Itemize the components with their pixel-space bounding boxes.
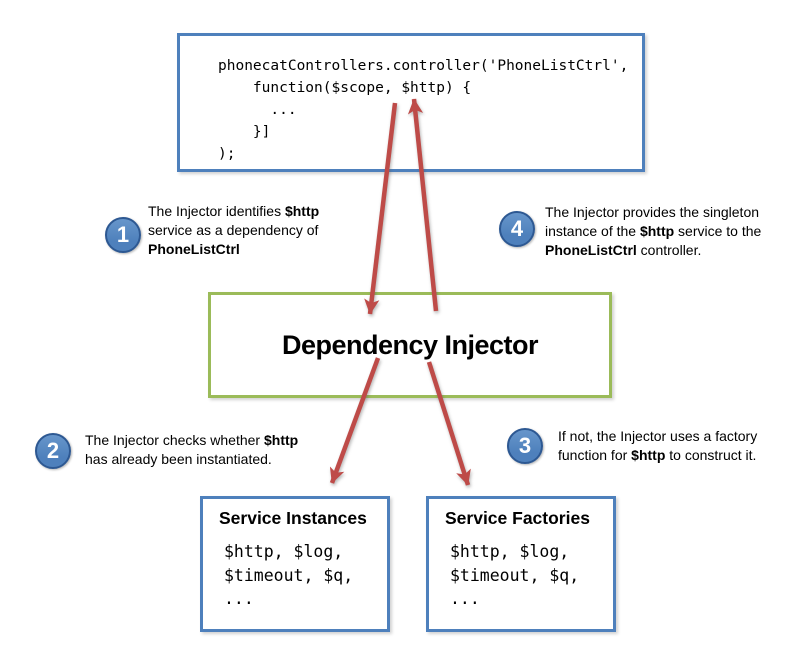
service-list-line: ... [224,589,254,608]
code-line: ); [218,146,236,162]
step-4-annotation: The Injector provides the singleton inst… [545,203,761,260]
annotation-text: has already been instantiated. [85,451,272,467]
annotation-line: instance of the $http service to the [545,222,761,241]
service-list-line: ... [450,589,480,608]
annotation-text-bold: $http [263,432,299,448]
annotation-text: function for [558,447,632,463]
annotation-line: If not, the Injector uses a factory [558,427,757,446]
service-list-line: $timeout, $q, [224,565,354,585]
step-2-badge: 2 [35,433,71,469]
annotation-text: The Injector identifies [148,203,285,219]
step-3-badge: 3 [507,428,543,464]
code-box: phonecatControllers.controller('PhoneLis… [177,33,645,172]
annotation-line: PhoneListCtrl controller. [545,241,761,260]
annotation-text: service to the [674,223,762,239]
annotation-text-bold: $http [284,203,320,219]
annotation-line: The Injector checks whether $http [85,431,298,450]
step-1-badge: 1 [105,217,141,253]
annotation-text: If not, the Injector uses a factory [558,428,758,444]
annotation-line: PhoneListCtrl [148,240,319,259]
annotation-line: has already been instantiated. [85,450,298,469]
annotation-line: function for $http to construct it. [558,446,757,465]
annotation-text: to construct it. [665,447,757,463]
code-line: phonecatControllers.controller('PhoneLis… [218,58,629,74]
step-2-annotation: The Injector checks whether $http has al… [85,431,298,469]
annotation-line: The Injector provides the singleton [545,203,761,222]
step-3-annotation: If not, the Injector uses a factory func… [558,427,757,465]
code-line: }] [218,124,271,140]
service-factories-box: Service Factories $http, $log, $timeout,… [426,496,616,632]
annotation-line: service as a dependency of [148,221,319,240]
annotation-text: The Injector checks whether [85,432,264,448]
service-instances-box: Service Instances $http, $log, $timeout,… [200,496,390,632]
dependency-injector-title: Dependency Injector [281,329,539,360]
annotation-text-bold: PhoneListCtrl [148,241,240,257]
annotation-line: The Injector identifies $http [148,202,319,221]
annotation-text-bold: $http [639,223,675,239]
dependency-injector-box: Dependency Injector [208,292,612,398]
annotation-text-bold: $http [631,447,666,463]
service-list-line: $http, $log, [450,542,570,561]
service-factories-title: Service Factories [445,508,590,528]
code-line: function($scope, $http) { [218,80,472,96]
step-4-badge: 4 [499,211,535,247]
service-instances-title: Service Instances [219,508,367,528]
step-1-annotation: The Injector identifies $http service as… [148,202,319,259]
annotation-text: The Injector provides the singleton [545,204,760,220]
annotation-text: instance of the [545,223,640,239]
service-list-line: $http, $log, [224,542,344,561]
code-line: ... [218,102,297,118]
annotation-text-bold: PhoneListCtrl [545,242,637,258]
annotation-text: service as a dependency of [148,222,319,238]
annotation-text: controller. [636,242,702,258]
service-list-line: $timeout, $q, [450,565,580,585]
